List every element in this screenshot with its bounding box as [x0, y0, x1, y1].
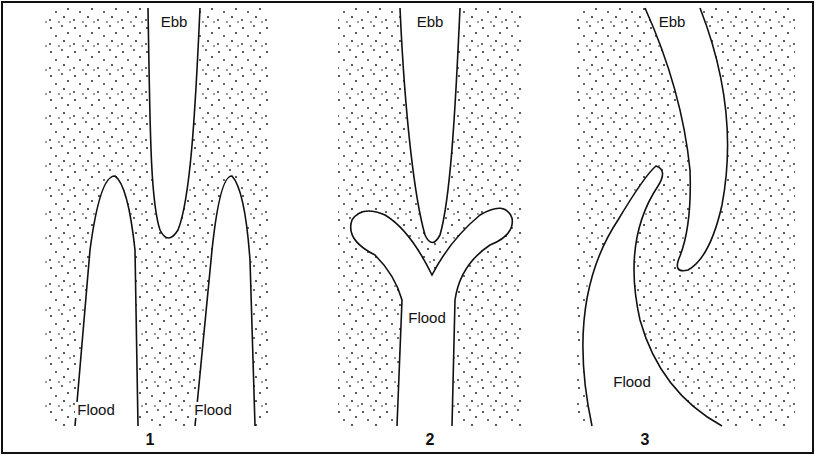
channel-outline [645, 8, 728, 271]
channel-fill [400, 8, 460, 243]
sand-stipple [575, 8, 795, 426]
channel-label: Ebb [415, 14, 446, 31]
channel-outline [148, 8, 200, 238]
panel-number: 1 [144, 431, 157, 449]
channel-label: Flood [75, 402, 117, 419]
channel-fill [583, 166, 722, 426]
channel-outline [400, 8, 460, 243]
channel-outline [583, 166, 722, 426]
channel-outline [75, 176, 138, 426]
channel-fill [645, 8, 728, 271]
channel-label: Flood [192, 402, 234, 419]
channel-fill [75, 176, 138, 426]
channel-label: Ebb [159, 14, 190, 31]
sand-stipple [45, 8, 268, 426]
channel-fill [351, 208, 513, 426]
channel-label: Flood [406, 310, 448, 327]
channel-label: Flood [611, 374, 653, 391]
sand-stipple [338, 8, 522, 426]
channel-fill [195, 176, 255, 426]
panel-number: 3 [639, 431, 652, 449]
channel-label: Ebb [657, 14, 688, 31]
channel-fill [148, 8, 200, 238]
panel-number: 2 [424, 431, 437, 449]
channel-outline [195, 176, 255, 426]
channel-outline [351, 208, 513, 426]
